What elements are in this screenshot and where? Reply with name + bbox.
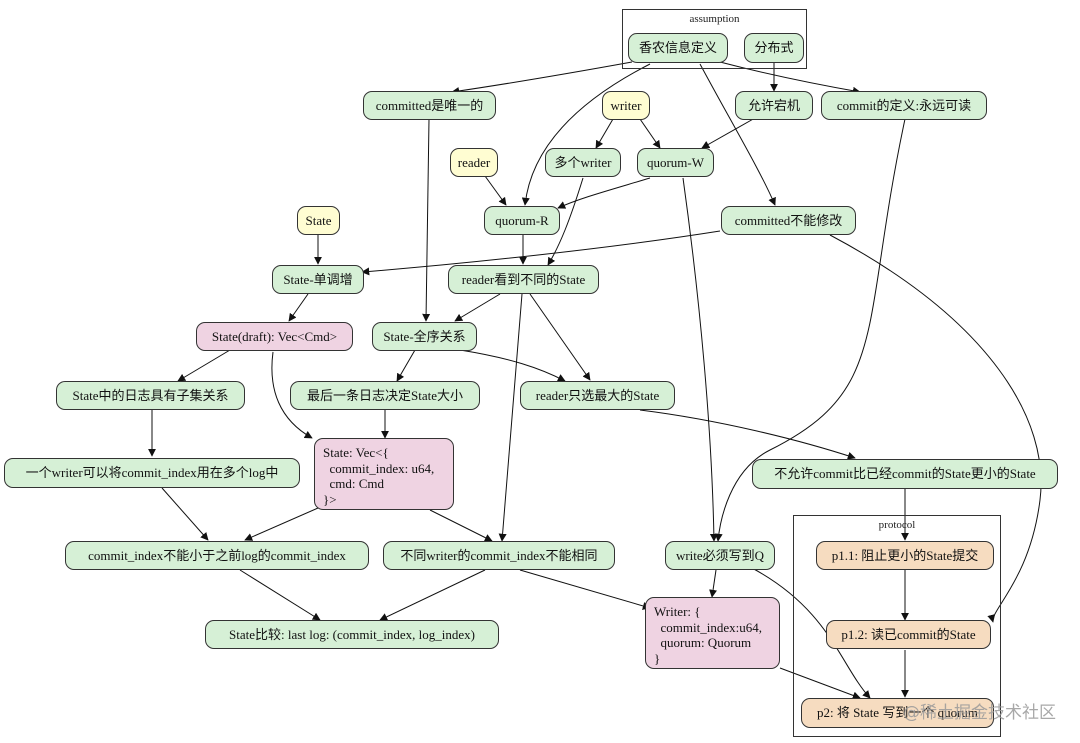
edge xyxy=(459,349,566,382)
node-p11: p1.1: 阻止更小的State提交 xyxy=(816,541,994,570)
node-ci-not-same: 不同writer的commit_index不能相同 xyxy=(383,541,615,570)
node-committed-unique: committed是唯一的 xyxy=(363,91,496,120)
node-p2: p2: 将 State 写到一个 quorum xyxy=(801,698,994,728)
edge xyxy=(244,507,319,541)
edge xyxy=(396,349,416,382)
edge xyxy=(239,569,321,621)
edge xyxy=(682,177,718,542)
node-ci-not-less: commit_index不能小于之前log的commit_index xyxy=(65,541,369,570)
node-p12: p1.2: 读已commit的State xyxy=(826,620,991,649)
node-writer-struct: Writer: { commit_index:u64, quorum: Quor… xyxy=(645,597,780,669)
edge xyxy=(454,293,501,322)
node-state-compare: State比较: last log: (commit_index, log_in… xyxy=(205,620,499,649)
node-committed-immutable: committed不能修改 xyxy=(721,206,856,235)
watermark-text: @稀土掘金技术社区 xyxy=(903,703,1056,723)
node-reader-diff-state: reader看到不同的State xyxy=(448,265,599,294)
edge xyxy=(595,118,614,149)
edge xyxy=(177,349,231,382)
edge xyxy=(498,293,523,542)
node-reader-pick-max: reader只选最大的State xyxy=(520,381,675,410)
edge xyxy=(547,177,584,266)
node-state-monotonic: State-单调增 xyxy=(272,265,364,294)
node-one-writer-multi-log: 一个writer可以将commit_index用在多个log中 xyxy=(4,458,300,488)
node-reader: reader xyxy=(450,148,498,177)
cluster-label: protocol xyxy=(878,519,916,531)
node-commit-def: commit的定义:永远可读 xyxy=(821,91,987,120)
edge xyxy=(719,61,861,95)
edge xyxy=(429,509,493,542)
edge xyxy=(519,569,651,610)
edge xyxy=(709,569,718,598)
node-fenbushi: 分布式 xyxy=(744,33,804,63)
node-state: State xyxy=(297,206,340,235)
node-writer: writer xyxy=(602,91,650,120)
edge xyxy=(161,487,209,541)
edge xyxy=(529,293,591,381)
edge xyxy=(521,63,651,206)
node-write-q: write必须写到Q xyxy=(665,541,775,570)
node-state-vec: State: Vec<{ commit_index: u64, cmd: Cmd… xyxy=(314,438,454,510)
edge xyxy=(639,118,661,149)
edge xyxy=(379,569,486,621)
edge xyxy=(639,409,856,460)
edge xyxy=(361,230,721,276)
node-state-draft: State(draft): Vec<Cmd> xyxy=(196,322,353,351)
edge xyxy=(484,175,507,206)
node-xiangnong: 香农信息定义 xyxy=(628,33,728,63)
node-quorum-r: quorum-R xyxy=(484,206,560,235)
node-multi-writer: 多个writer xyxy=(545,148,621,177)
cluster-assumption: assumption xyxy=(622,9,807,69)
edge xyxy=(557,177,651,209)
edge xyxy=(271,351,313,439)
node-no-commit-smaller: 不允许commit比已经commit的State更小的State xyxy=(752,459,1058,489)
edge xyxy=(699,63,776,206)
edge xyxy=(701,117,756,149)
edge xyxy=(714,118,906,542)
node-quorum-w: quorum-W xyxy=(637,148,714,177)
node-state-subset: State中的日志具有子集关系 xyxy=(56,381,245,410)
cluster-protocol: protocol xyxy=(793,515,1001,737)
node-last-log-decides: 最后一条日志决定State大小 xyxy=(290,381,480,410)
node-state-total-order: State-全序关系 xyxy=(372,322,477,351)
cluster-label: assumption xyxy=(689,13,740,25)
node-allow-crash: 允许宕机 xyxy=(735,91,813,120)
edge xyxy=(288,293,309,322)
edge xyxy=(451,61,633,95)
edge xyxy=(422,118,431,322)
